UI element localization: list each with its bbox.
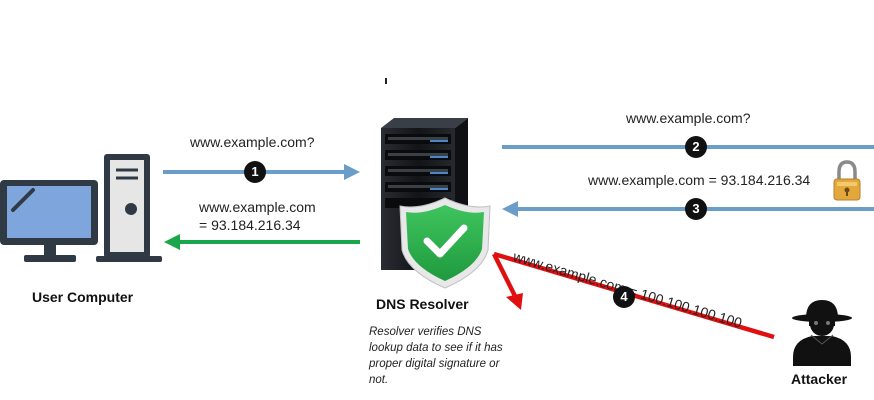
query-1-label: www.example.com? (190, 134, 315, 150)
reply-3-label: www.example.com = 93.184.216.34 (588, 172, 811, 188)
step-4-badge: 4 (613, 286, 635, 308)
user-computer-icon (0, 154, 162, 262)
stray-mark (385, 78, 387, 84)
step-1-badge: 1 (244, 161, 266, 183)
attacker-icon (792, 300, 852, 366)
reply-to-user-label-line1: www.example.com (199, 199, 316, 215)
user-computer-label: User Computer (32, 289, 134, 305)
step-3-badge: 3 (685, 198, 707, 220)
reply-arrow-to-user (164, 234, 360, 250)
reply-to-user-label-line2: = 93.184.216.34 (199, 217, 301, 233)
step-2-badge: 2 (685, 136, 707, 158)
resolver-note: Resolver verifies DNS lookup data to see… (369, 326, 503, 386)
query-2-label: www.example.com? (626, 110, 751, 126)
dns-resolver-label: DNS Resolver (376, 296, 469, 312)
lock-icon (833, 160, 861, 201)
attacker-label: Attacker (791, 371, 848, 387)
shield-check-icon (399, 197, 491, 289)
